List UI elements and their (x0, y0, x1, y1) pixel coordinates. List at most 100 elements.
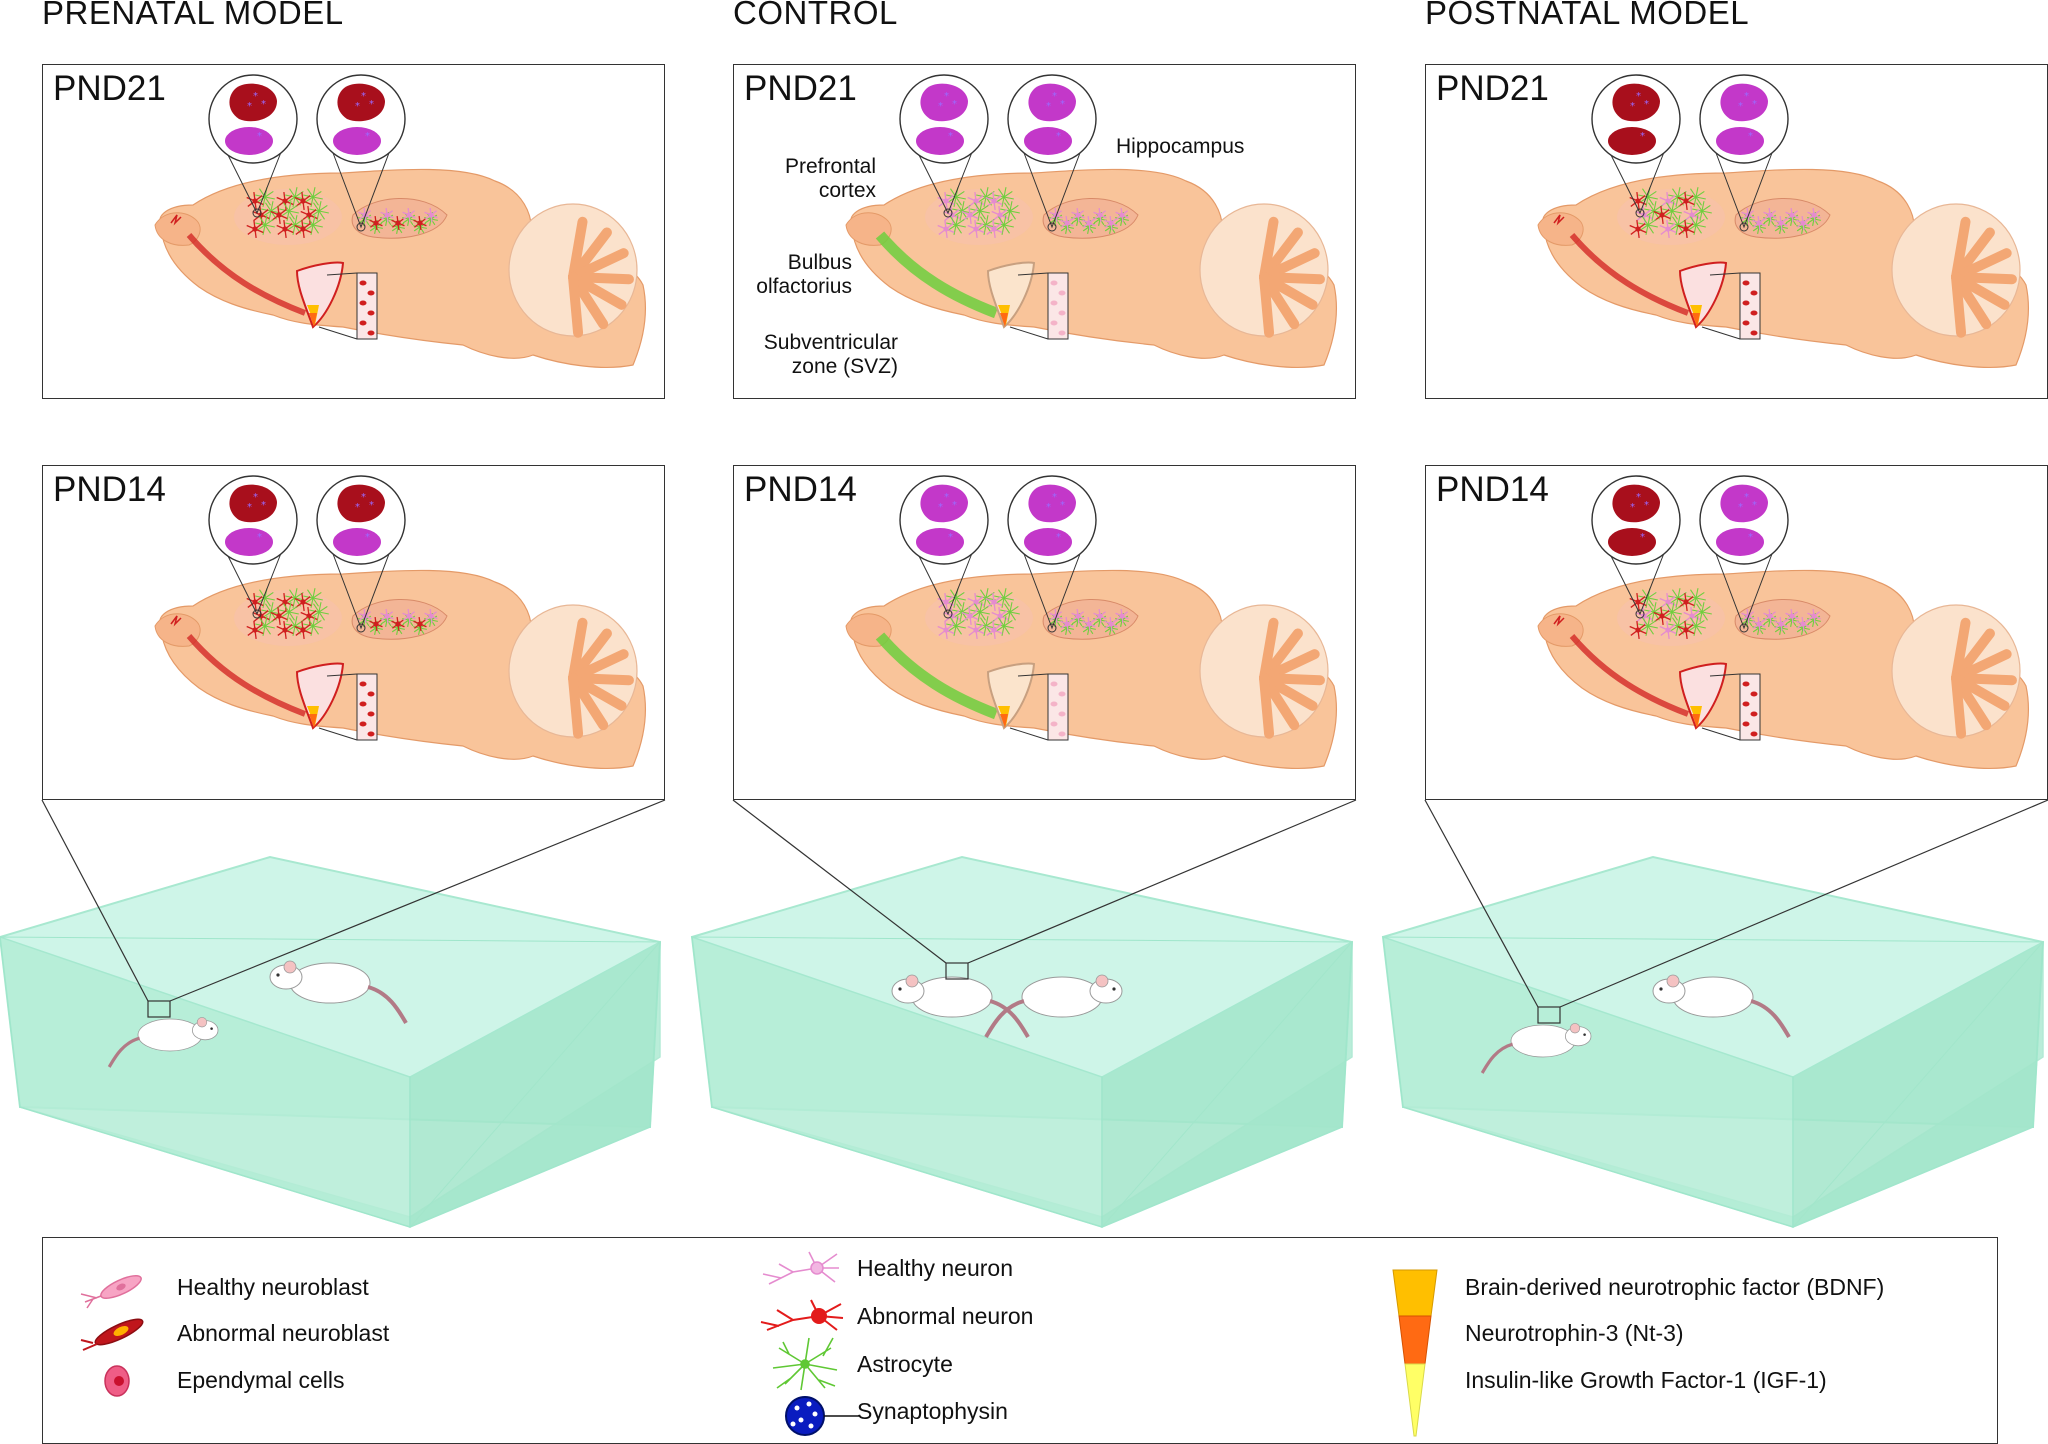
healthy-neuron-icon (380, 207, 394, 223)
svg-text:*: * (257, 131, 262, 142)
healthy-neuron-icon (985, 219, 1003, 239)
mouse-icon (107, 1017, 219, 1068)
healthy-neuron-icon (1093, 207, 1107, 223)
svg-text:*: * (361, 91, 366, 102)
zoom-bubble: **** (1591, 475, 1681, 619)
synaptophysin-icon (785, 1396, 859, 1436)
astrocyte-icon (279, 201, 299, 221)
abnormal-neuron-icon (1653, 606, 1671, 626)
healthy-neuron-icon (937, 592, 955, 612)
healthy-neuron-icon (1060, 215, 1074, 231)
svg-text:*: * (1636, 91, 1641, 102)
panel-label: PND21 (1436, 69, 1549, 108)
abnormal-neuron-icon (1629, 592, 1647, 612)
healthy-neuron-icon (1071, 608, 1085, 624)
svg-text:*: * (1738, 101, 1743, 112)
zoom-bubble: **** (1699, 475, 1789, 633)
zoom-bubble: **** (1699, 74, 1789, 232)
mouse-icon (269, 960, 408, 1025)
svg-text:*: * (1640, 131, 1645, 142)
legend-bdnf: Brain-derived neurotrophic factor (BDNF) (1465, 1274, 1885, 1300)
svz-inset (1009, 272, 1069, 340)
healthy-neuron-icon (937, 620, 955, 640)
zoom-bubble: **** (1591, 74, 1681, 218)
cerebellum (1199, 604, 1329, 739)
svg-text:*: * (257, 532, 262, 543)
healthy-neuron-icon (424, 207, 438, 223)
astrocyte-icon (946, 215, 966, 235)
healthy-neuron-icon (1774, 215, 1788, 231)
healthy-neuron-icon (1752, 215, 1766, 231)
healthy-neuron-icon (1104, 215, 1118, 231)
svg-text:*: * (1748, 532, 1753, 543)
svz-region (1678, 662, 1728, 730)
healthy-neuron-icon (1115, 207, 1129, 223)
svg-text:*: * (253, 91, 258, 102)
panel-label: PND21 (744, 69, 857, 108)
hippocampus-label: Hippocampus (1116, 135, 1245, 158)
svz-inset (1701, 673, 1761, 741)
healthy-neuron-icon (1115, 608, 1129, 624)
cage-2 (1381, 799, 2048, 1229)
healthy-neuron-icon (1752, 616, 1766, 632)
healthy-neuron-icon (1071, 207, 1085, 223)
rostral-migratory-stream (186, 233, 307, 316)
rostral-migratory-stream (875, 632, 998, 720)
healthy-neuron-icon (1796, 215, 1810, 231)
legend-synaptophysin: Synaptophysin (857, 1398, 1008, 1424)
healthy-neuron-icon (1763, 207, 1777, 223)
healthy-neuron-icon (1785, 207, 1799, 223)
zoom-bubble: **** (208, 74, 298, 218)
abnormal-neuron-icon (1629, 219, 1647, 239)
postnatal-pnd21-panel: PND21 ******** (1425, 64, 2048, 399)
hippocampus-region (351, 198, 448, 239)
svg-text:*: * (355, 101, 360, 112)
svg-text:*: * (1644, 500, 1649, 511)
astrocyte-icon (970, 602, 990, 622)
healthy-neuron-icon (1807, 207, 1821, 223)
svg-text:*: * (1744, 492, 1749, 503)
healthy-neuron-icon (937, 219, 955, 239)
postnatal-pnd14-panel: PND14 ******** (1425, 465, 2048, 800)
brain-diagram: ******** (1537, 475, 2029, 769)
healthy-neuron-icon (380, 608, 394, 624)
hippocampus-region (1042, 599, 1139, 640)
abnormal-neuron-icon (294, 620, 312, 640)
nt3-icon (1398, 1315, 1432, 1365)
panel-label: PND14 (1436, 470, 1549, 509)
svg-text:*: * (944, 91, 949, 102)
svg-text:*: * (1052, 492, 1057, 503)
svg-text:*: * (948, 131, 953, 142)
astrocyte-icon (1662, 201, 1682, 221)
astrocyte-icon (1686, 215, 1706, 235)
cage-0 (0, 799, 666, 1229)
abnormal-neuroblast-icon (80, 1318, 144, 1351)
abnormal-neuron-icon (276, 219, 294, 239)
astrocyte-icon (309, 602, 329, 622)
rostral-migratory-stream (186, 634, 307, 717)
astrocyte-icon (1000, 201, 1020, 221)
healthy-neuron-icon (985, 620, 1003, 640)
legend-icons-left (80, 1274, 144, 1397)
svg-text:*: * (261, 99, 266, 110)
svg-text:*: * (1060, 500, 1065, 511)
svg-text:*: * (952, 500, 957, 511)
svz-inset (1009, 673, 1069, 741)
svg-text:*: * (1744, 91, 1749, 102)
astrocyte-icon (303, 588, 323, 608)
cerebellum (508, 604, 638, 739)
abnormal-neuron-icon (276, 592, 294, 612)
legend-nt3: Neurotrophin-3 (Nt-3) (1465, 1320, 1684, 1346)
abnormal-neuron-icon (1653, 205, 1671, 225)
svg-text:*: * (361, 492, 366, 503)
rostral-migratory-stream (1569, 233, 1690, 316)
abnormal-neuron-icon (270, 606, 288, 626)
legend-icons-right (1392, 1269, 1438, 1437)
svg-text:*: * (369, 99, 374, 110)
brain-section: ******** (845, 475, 1337, 769)
cerebellum (508, 203, 638, 338)
svg-text:*: * (948, 532, 953, 543)
zoom-bubble: **** (316, 475, 406, 633)
